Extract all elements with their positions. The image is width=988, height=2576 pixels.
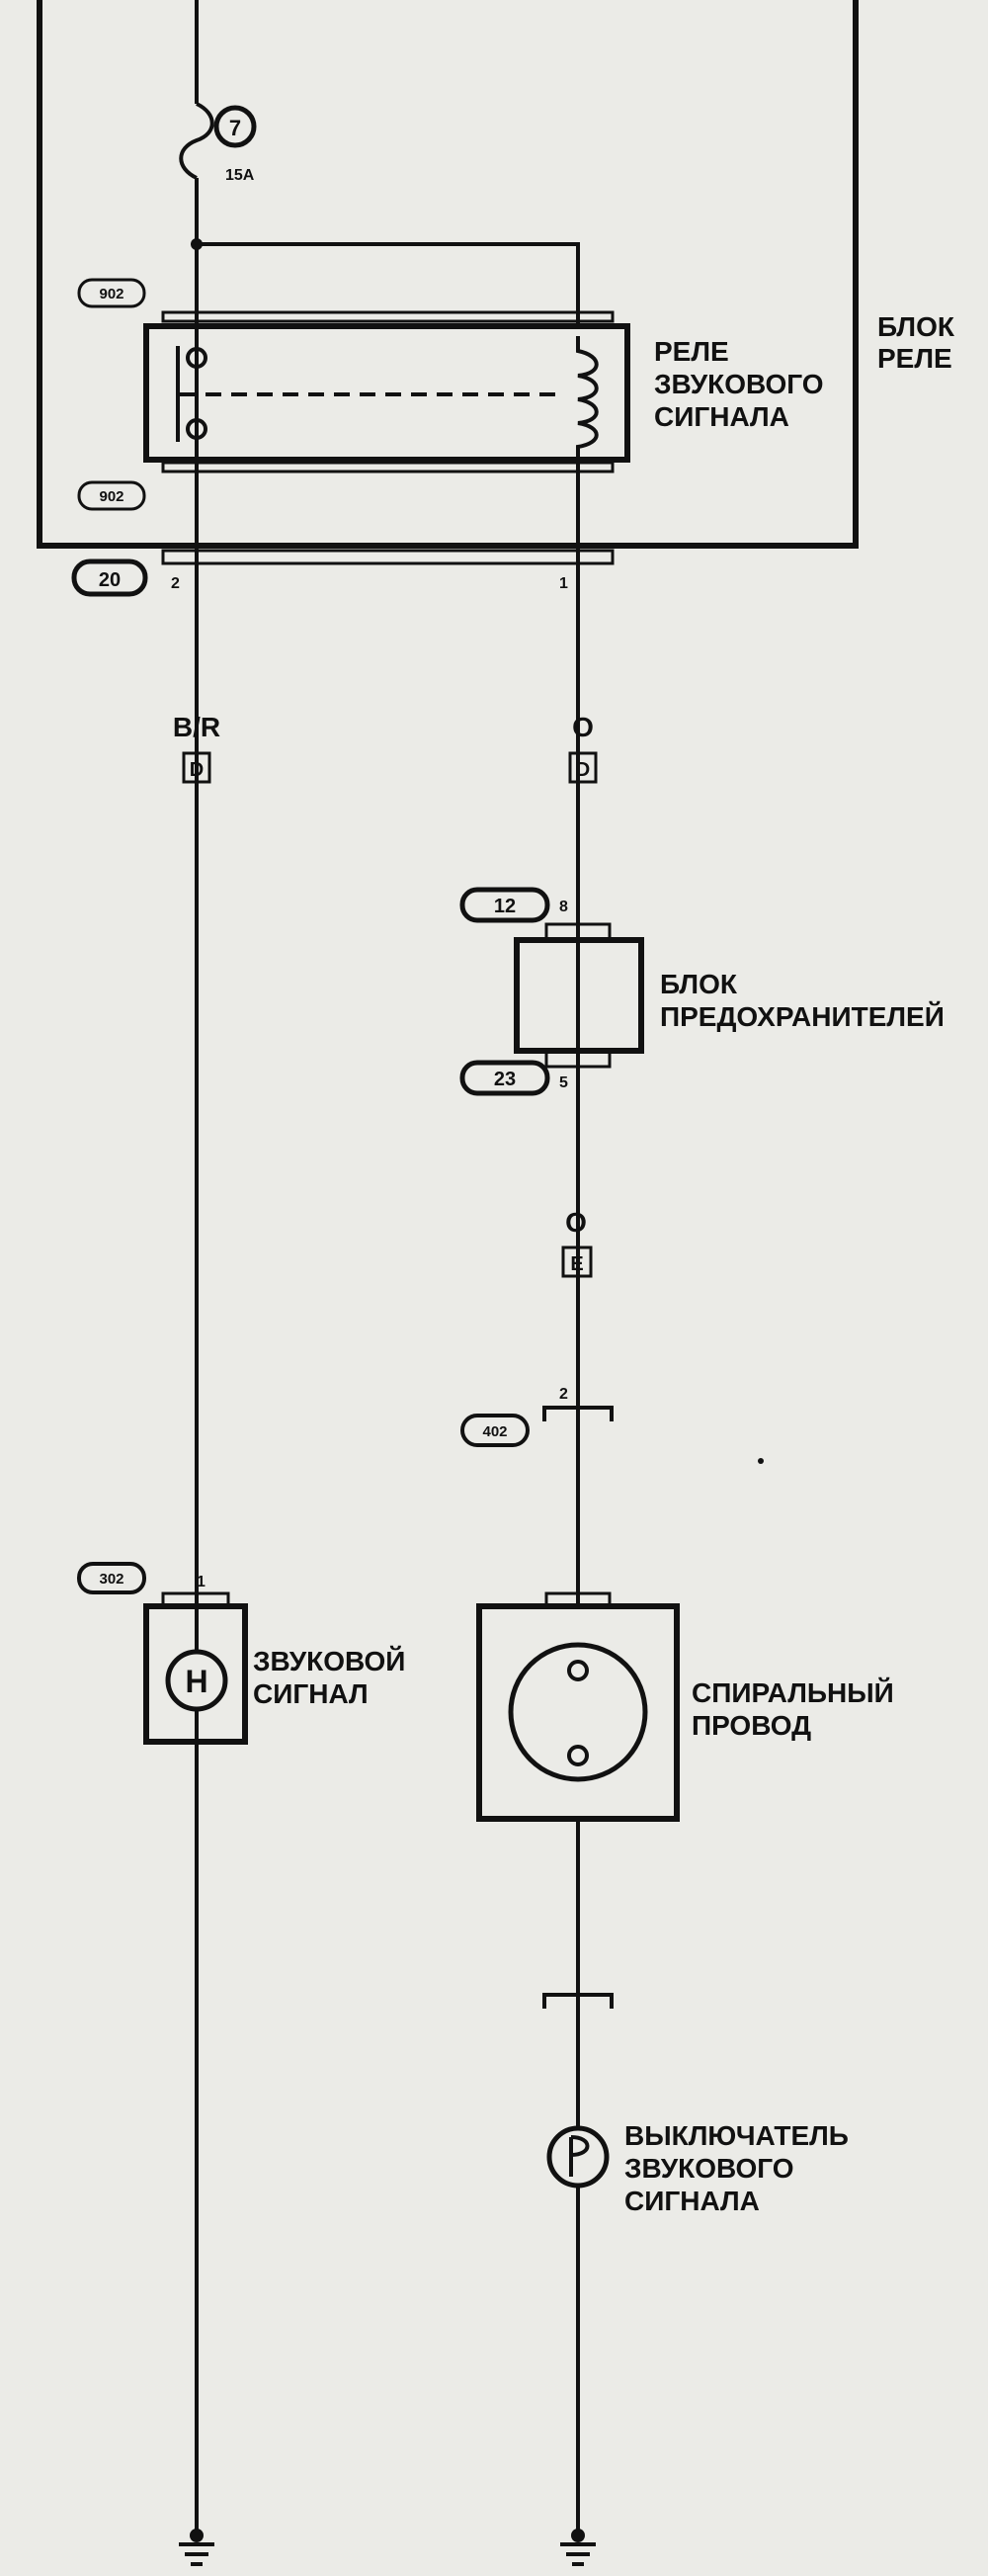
connector-20-bar (161, 549, 615, 565)
left-ground-node (190, 2529, 204, 2542)
horn-pin: 1 (197, 1574, 206, 1590)
fuse-block-connector-23: 23 (494, 1069, 516, 1090)
right-wire-color-lower: O (565, 1207, 587, 1238)
right-connector-d: D (576, 759, 590, 781)
horn-symbol: H (185, 1664, 207, 1699)
relay-block-outline (37, 0, 859, 549)
connector-20-id: 20 (99, 569, 121, 591)
relay-label-2: ЗВУКОВОГО (654, 369, 824, 399)
relay-connector-bottom-id: 902 (99, 488, 124, 505)
relay-connector-top-badge (77, 278, 146, 308)
fuse-block-pin-top: 8 (559, 899, 568, 915)
horn-relay-body (143, 323, 630, 463)
relay-connector-top-id: 902 (99, 286, 124, 302)
fuse-block-label-2: ПРЕДОХРАНИТЕЛЕЙ (660, 1000, 945, 1032)
horn-icon (165, 1649, 228, 1712)
connector-402-symbol (542, 1406, 614, 1421)
horn-switch-icon (546, 2125, 610, 2189)
connector-402-badge (460, 1414, 530, 1447)
horn-switch-label-1: ВЫКЛЮЧАТЕЛЬ (624, 2120, 849, 2151)
fuse-number: 7 (229, 116, 241, 140)
horn-switch-contact (569, 2135, 590, 2177)
right-connector-d-box (568, 751, 598, 784)
relay-block-label-1: БЛОК (877, 311, 955, 342)
connector-e: E (570, 1253, 583, 1275)
fuse-number-badge (213, 105, 257, 148)
stray-mark (758, 1458, 764, 1464)
fuse-block-connector-12: 12 (494, 896, 516, 917)
relay-connector-top (161, 310, 615, 323)
relay-block-label-2: РЕЛЕ (877, 343, 952, 374)
connector-402-id: 402 (482, 1423, 507, 1440)
spiral-lower-connector (542, 1993, 614, 2009)
relay-connector-bottom (161, 461, 615, 473)
fuse-block-connector-12-badge (459, 887, 550, 923)
relay-label-3: СИГНАЛА (654, 401, 789, 432)
spiral-cable-contact-upper (567, 1660, 589, 1681)
fuse-block-terminal-bottom (544, 1049, 612, 1069)
relay-contact-lower (186, 418, 207, 440)
fuse-block-pin-bottom: 5 (559, 1074, 568, 1091)
spiral-cable-contact-lower (567, 1745, 589, 1766)
relay-contact-upper (186, 347, 207, 369)
right-ground-node (571, 2529, 585, 2542)
right-wire-color: O (572, 712, 594, 742)
connector-402-pin: 2 (559, 1386, 568, 1403)
horn-switch-label-3: СИГНАЛА (624, 2186, 760, 2216)
fuse-block-connector-23-badge (459, 1060, 550, 1096)
relay-coil-icon (576, 336, 599, 457)
coil-feed-wire (197, 242, 580, 326)
connector-20-badge (71, 558, 148, 597)
spiral-cable-label-2: ПРОВОД (692, 1710, 811, 1741)
fuse-rating: 15A (225, 167, 255, 184)
left-connector-d: D (190, 759, 204, 781)
spiral-cable-label-1: СПИРАЛЬНЫЙ (692, 1676, 894, 1708)
connector-e-box (561, 1245, 593, 1278)
fuse-block-label-1: БЛОК (660, 969, 738, 999)
left-ground-icon (179, 2542, 214, 2566)
fuse-symbol (179, 102, 214, 180)
left-connector-d-box (182, 751, 211, 784)
connector-20-pin-left: 2 (171, 575, 180, 592)
left-wire-color: B/R (173, 712, 220, 742)
relay-connector-bottom-badge (77, 480, 146, 511)
right-ground-icon (560, 2542, 596, 2566)
horn-switch-label-2: ЗВУКОВОГО (624, 2153, 794, 2184)
relay-label-1: РЕЛЕ (654, 336, 729, 367)
horn-connector-id: 302 (99, 1571, 124, 1588)
horn-connector-badge (77, 1562, 146, 1594)
horn-label-2: СИГНАЛ (253, 1678, 369, 1709)
connector-20-pin-right: 1 (559, 575, 568, 592)
spiral-cable-icon (508, 1642, 648, 1782)
horn-label-1: ЗВУКОВОЙ (253, 1645, 405, 1676)
